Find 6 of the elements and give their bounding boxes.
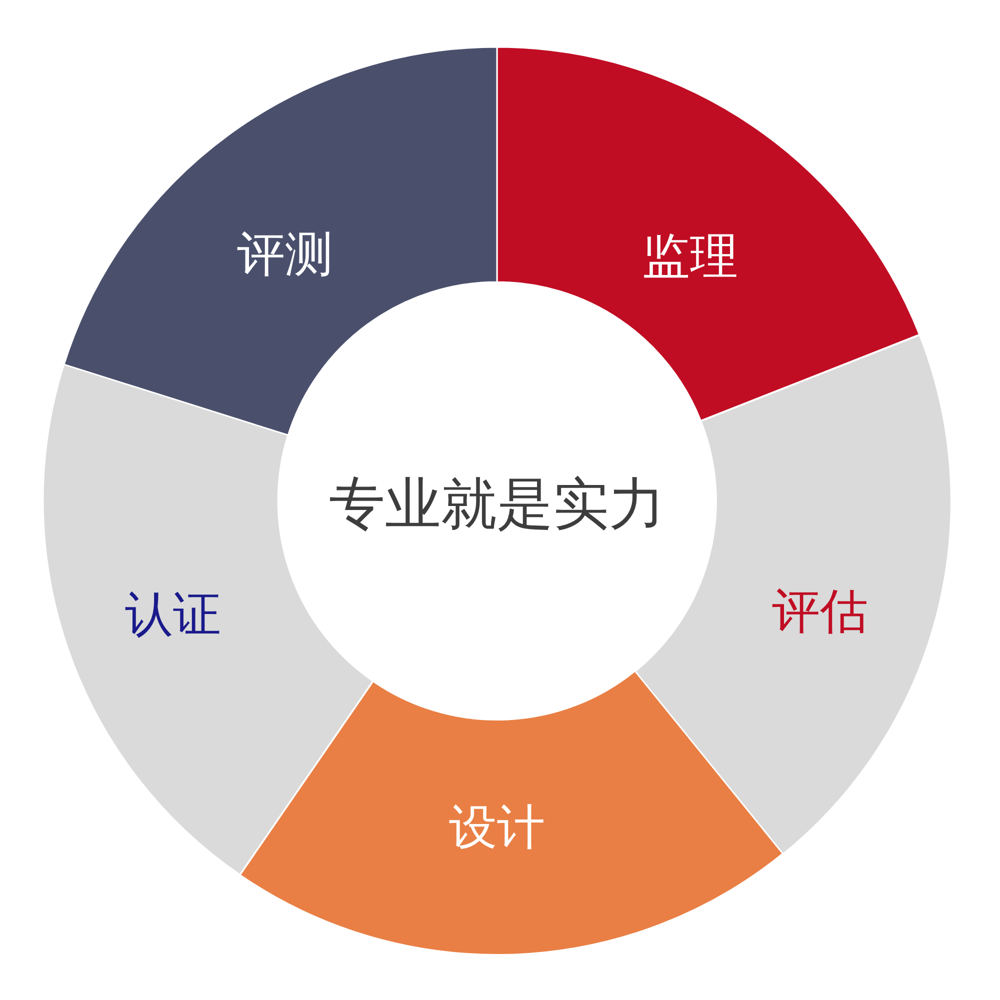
segment-label: 评估	[772, 584, 868, 640]
segment-label: 认证	[125, 587, 221, 643]
segment-label: 评测	[236, 227, 333, 283]
segment-label: 设计	[448, 800, 545, 856]
center-label: 专业就是实力	[329, 472, 665, 538]
segment-label: 监理	[642, 229, 738, 285]
